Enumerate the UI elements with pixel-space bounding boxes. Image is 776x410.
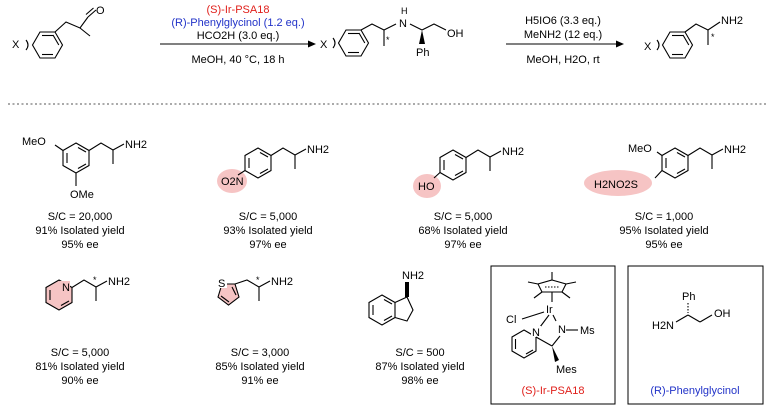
starting-material: X O bbox=[12, 5, 105, 59]
substituent-highlight bbox=[218, 284, 239, 305]
stereocenter-star: * bbox=[386, 35, 390, 45]
mesyl-label: Ms bbox=[580, 325, 595, 337]
carbonyl-o-label: O bbox=[96, 5, 105, 17]
example-thienyl-ee: 91% ee bbox=[241, 375, 278, 387]
amine-n-label: N bbox=[399, 18, 407, 30]
amine-label: NH2 bbox=[125, 139, 147, 151]
amine-label: NH2 bbox=[108, 276, 130, 288]
example-sulfonamide-structure: MeO H2NO2S NH2 bbox=[584, 143, 746, 196]
example-nitro-yield: 93% Isolated yield bbox=[223, 225, 312, 237]
example-nitro-sc: S/C = 5,000 bbox=[239, 211, 297, 223]
step1-conditions: MeOH, 40 °C, 18 h bbox=[191, 54, 284, 66]
x-substituent-label: X bbox=[12, 39, 20, 51]
methoxy-label: OMe bbox=[70, 189, 94, 201]
auxiliary-box-title: (R)-Phenylglycinol bbox=[650, 385, 739, 397]
example-sulfonamide-ee: 95% ee bbox=[645, 239, 682, 251]
pyridine-n-label: N bbox=[62, 282, 70, 294]
substituent-highlight bbox=[584, 170, 652, 196]
example-aminoindane-ee: 98% ee bbox=[401, 375, 438, 387]
hydroxy-label: HO bbox=[418, 181, 435, 193]
phenyl-label: Ph bbox=[416, 47, 429, 59]
catalyst-structure-box bbox=[490, 265, 616, 405]
example-hydroxy-structure: HO NH2 bbox=[413, 146, 524, 198]
step2-conditions: MeOH, H2O, rt bbox=[526, 54, 599, 66]
stereocenter-star: * bbox=[711, 32, 715, 42]
amine-label: NH2 bbox=[402, 270, 424, 282]
example-aminoindane-yield: 87% Isolated yield bbox=[375, 361, 464, 373]
mesityl-label: Mes bbox=[556, 364, 577, 376]
example-aminoindane-sc: S/C = 500 bbox=[395, 347, 444, 359]
example-pyridyl-ee: 90% ee bbox=[61, 375, 98, 387]
example-hydroxy-sc: S/C = 5,000 bbox=[434, 211, 492, 223]
example-thienyl-structure: S * NH2 bbox=[217, 275, 293, 306]
hydroxyl-label: OH bbox=[447, 28, 464, 40]
substituent-highlight bbox=[217, 169, 247, 193]
product-amine-label: NH2 bbox=[721, 15, 743, 27]
example-dimethoxy-structure: MeO OMe NH2 bbox=[22, 136, 147, 201]
intermediate-structure: X * H N Ph OH bbox=[320, 6, 464, 59]
example-pyridyl-structure: N * NH2 bbox=[45, 275, 130, 311]
nh-hydrogen-label: H bbox=[401, 6, 408, 16]
example-nitro-structure: O2N NH2 bbox=[217, 144, 329, 193]
amine-label: NH2 bbox=[271, 276, 293, 288]
example-thienyl-yield: 85% Isolated yield bbox=[215, 361, 304, 373]
phenyl-label: Ph bbox=[682, 291, 695, 303]
example-thienyl-sc: S/C = 3,000 bbox=[231, 347, 289, 359]
example-dimethoxy-ee: 95% ee bbox=[61, 239, 98, 251]
amine-reagent: MeNH2 (12 eq.) bbox=[524, 29, 602, 41]
auxiliary-reagent: (R)-Phenylglycinol (1.2 eq.) bbox=[171, 17, 304, 29]
amine-label: NH2 bbox=[307, 144, 329, 156]
auxiliary-structure: Ph H2N OH bbox=[652, 291, 731, 332]
pyridine-n-label: N bbox=[532, 327, 540, 339]
example-pyridyl-sc: S/C = 5,000 bbox=[51, 347, 109, 359]
example-nitro-ee: 97% ee bbox=[249, 239, 286, 251]
example-dimethoxy-yield: 91% Isolated yield bbox=[35, 225, 124, 237]
sulfonamide-label: H2NO2S bbox=[594, 179, 638, 191]
hydroxyl-label: OH bbox=[714, 308, 731, 320]
example-hydroxy-ee: 97% ee bbox=[444, 239, 481, 251]
example-pyridyl-yield: 81% Isolated yield bbox=[35, 361, 124, 373]
amine-label: H2N bbox=[652, 320, 674, 332]
catalyst-box-title: (S)-Ir-PSA18 bbox=[522, 385, 585, 397]
sulfonamide-n-label: N bbox=[558, 324, 566, 336]
x-substituent-label: X bbox=[320, 39, 328, 51]
methoxy-label: MeO bbox=[22, 136, 46, 148]
stereocenter-star: * bbox=[256, 275, 260, 285]
nitro-label: O2N bbox=[221, 176, 244, 188]
oxidant-reagent: H5IO6 (3.3 eq.) bbox=[525, 15, 601, 27]
example-dimethoxy-sc: S/C = 20,000 bbox=[48, 211, 113, 223]
catalyst-structure: Ir Cl N Ms N Mes bbox=[506, 272, 595, 376]
auxiliary-structure-box bbox=[627, 265, 764, 405]
acid-reagent: HCO2H (3.0 eq.) bbox=[197, 30, 280, 42]
amine-label: NH2 bbox=[724, 144, 746, 156]
chloride-label: Cl bbox=[506, 314, 516, 326]
example-sulfonamide-yield: 95% Isolated yield bbox=[619, 225, 708, 237]
x-substituent-label: X bbox=[644, 41, 652, 53]
product-structure: X * NH2 bbox=[644, 15, 743, 59]
methoxy-label: MeO bbox=[628, 143, 652, 155]
catalyst-name: (S)-Ir-PSA18 bbox=[207, 4, 270, 16]
amine-label: NH2 bbox=[502, 146, 524, 158]
example-aminoindane-structure: NH2 bbox=[368, 270, 424, 326]
stereocenter-star: * bbox=[93, 275, 97, 285]
iridium-label: Ir bbox=[546, 304, 553, 316]
example-hydroxy-yield: 68% Isolated yield bbox=[418, 225, 507, 237]
example-sulfonamide-sc: S/C = 1,000 bbox=[635, 211, 693, 223]
thiophene-s-label: S bbox=[218, 278, 225, 290]
substituent-highlight bbox=[413, 174, 441, 198]
